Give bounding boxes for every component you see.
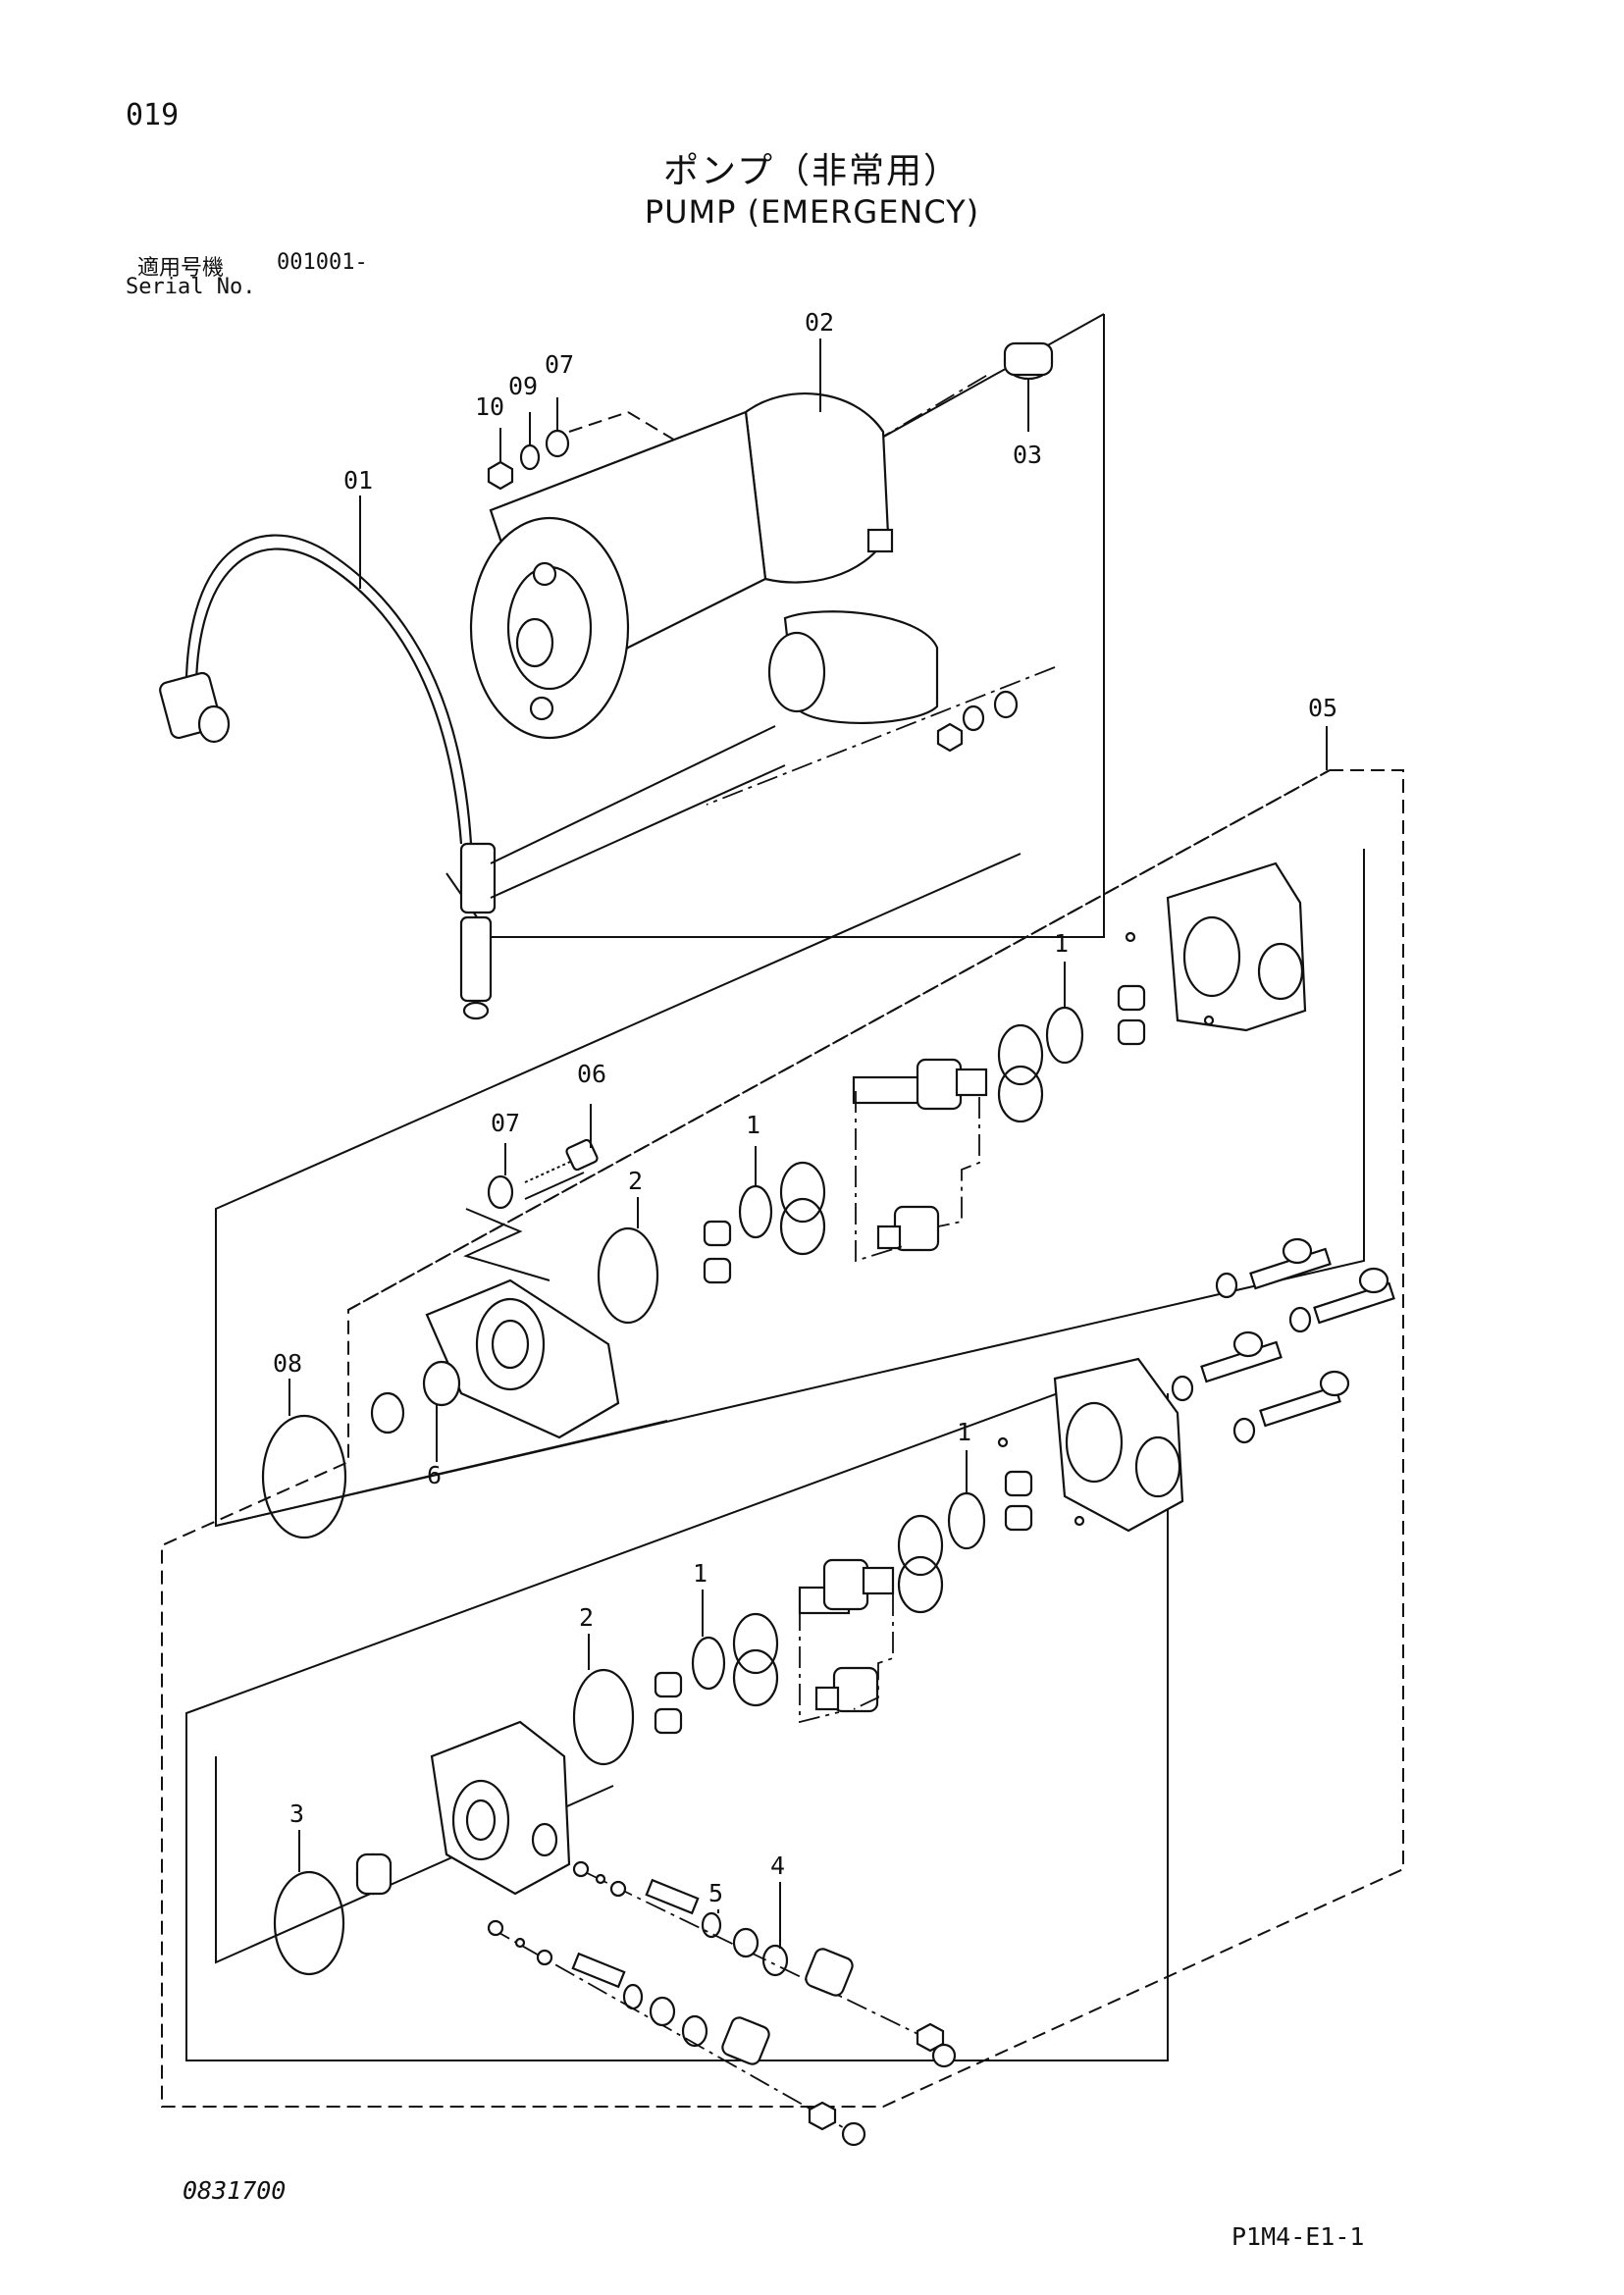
callout-2-rear: 2 (579, 1603, 594, 1632)
callout-1-front-rear: 1 (1054, 929, 1069, 958)
nut-top (487, 460, 514, 491)
page-title-english: PUMP (EMERGENCY) (644, 193, 980, 231)
relief-valve-upper (572, 1860, 957, 2068)
washer-top-09 (519, 443, 541, 471)
callout-2-front: 2 (628, 1167, 643, 1195)
front-housing (425, 1278, 620, 1439)
callout-07-motor: 07 (545, 350, 574, 379)
rear-rear-housing (997, 1357, 1184, 1533)
front-rear-housing (1125, 861, 1307, 1032)
callout-10: 10 (475, 392, 504, 421)
callout-03: 03 (1013, 441, 1042, 469)
callout-02: 02 (805, 308, 834, 337)
callout-01: 01 (343, 466, 373, 495)
page-number: 019 (126, 98, 180, 132)
rear-drive-gear (798, 1558, 895, 1615)
rear-driven-gear (814, 1666, 879, 1713)
callout-07-bolt: 07 (491, 1109, 520, 1137)
end-cap (1003, 341, 1054, 381)
rear-o-ring (572, 1668, 635, 1766)
relief-valve-lower (487, 1919, 866, 2147)
oil-seal-6 (422, 1360, 461, 1407)
serial-label-japanese: 適用号機 (137, 256, 225, 281)
rear-pump-frame (185, 1363, 1169, 2061)
callout-1-front-front: 1 (746, 1111, 760, 1139)
front-drive-gear (852, 1058, 988, 1111)
callout-5: 5 (708, 1879, 723, 1907)
callout-08: 08 (273, 1349, 302, 1378)
o-ring-3 (273, 1870, 345, 1976)
through-bolts (1171, 1237, 1395, 1444)
starter-motor (469, 392, 939, 740)
leader-lines (288, 339, 1328, 1949)
serial-number-value: 001001- (277, 250, 368, 275)
page-code: P1M4-E1-1 (1231, 2222, 1365, 2251)
front-o-ring (597, 1226, 659, 1325)
callout-1-rear-front: 1 (693, 1559, 707, 1588)
serial-label-english: Serial No. (126, 275, 256, 299)
callout-09: 09 (508, 372, 538, 400)
pump-assembly-outline (161, 769, 1404, 2108)
page-title-japanese: ポンプ（非常用） (663, 151, 961, 191)
callout-labels: 01 02 03 05 06 07 07 08 09 10 1 1 1 1 2 … (273, 308, 1337, 1907)
callout-6: 6 (427, 1461, 442, 1489)
front-driven-gear (876, 1205, 940, 1252)
snap-ring (370, 1391, 405, 1434)
callout-3: 3 (289, 1799, 304, 1828)
callout-05: 05 (1308, 694, 1337, 722)
callout-1-rear-rear: 1 (957, 1418, 971, 1446)
rear-front-housing (430, 1720, 571, 1896)
bolt-06 (524, 1138, 599, 1183)
o-ring-08 (261, 1414, 347, 1539)
washer-top-07 (545, 429, 570, 458)
cable-assembly (184, 534, 473, 845)
callout-06: 06 (577, 1060, 606, 1088)
callout-4: 4 (770, 1852, 785, 1880)
shaft-coupling (355, 1852, 393, 1896)
drawing-number: 0831700 (183, 2176, 287, 2205)
